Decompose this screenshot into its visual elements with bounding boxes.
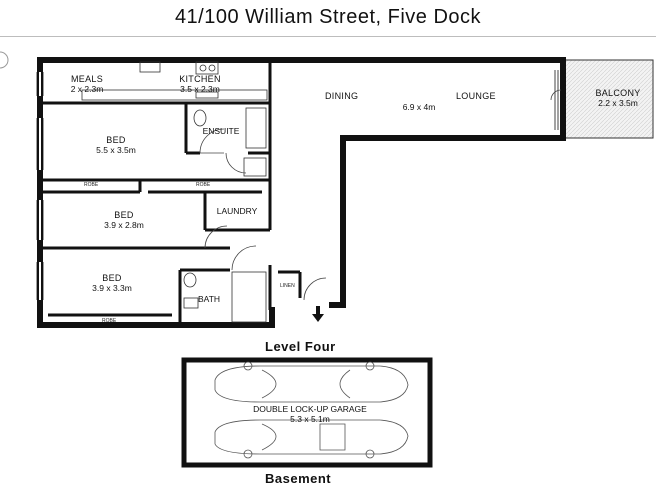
level-four-heading: Level Four	[265, 339, 336, 354]
room-bed-3-dims: 3.9 x 3.3m	[92, 283, 132, 293]
room-bed-3: BED 3.9 x 3.3m	[76, 273, 148, 293]
room-bath: BATH	[198, 294, 220, 304]
room-lounge-name: LOUNGE	[456, 91, 496, 101]
robe-label-upper: ROBE	[84, 182, 99, 188]
room-bed-3-name: BED	[102, 273, 122, 283]
linen-label: LINEN	[280, 283, 295, 289]
room-kitchen-dims: 3.5 x 2.3m	[180, 84, 220, 94]
interior-walls	[40, 60, 302, 325]
room-dining-name: DINING	[325, 91, 359, 101]
room-ensuite-name: ENSUITE	[202, 126, 240, 136]
robe-label-lower: ROBE	[102, 318, 117, 324]
room-lounge: LOUNGE	[456, 91, 496, 101]
room-meals-dims: 2 x 2.3m	[70, 84, 104, 94]
room-kitchen: KITCHEN 3.5 x 2.3m	[164, 74, 236, 94]
room-bed-1: BED 5.5 x 3.5m	[80, 135, 152, 155]
room-meals-name: MEALS	[70, 74, 103, 84]
room-laundry-name: LAUNDRY	[216, 206, 258, 216]
room-garage: DOUBLE LOCK-UP GARAGE 5.3 x 5.1m	[200, 404, 420, 424]
room-meals: MEALS 2 x 2.3m	[58, 74, 116, 94]
garage-walls	[181, 357, 433, 468]
room-balcony-name: BALCONY	[595, 88, 641, 98]
basement-heading: Basement	[265, 471, 332, 486]
room-bed-2-name: BED	[114, 210, 134, 220]
ensuite-fittings	[193, 107, 267, 177]
cars-icon	[214, 361, 409, 459]
page-title: 41/100 William Street, Five Dock	[174, 6, 482, 28]
room-garage-name: DOUBLE LOCK-UP GARAGE	[253, 404, 367, 414]
window-frames	[36, 72, 44, 300]
room-bed-1-dims: 5.5 x 3.5m	[96, 145, 136, 155]
room-dining: DINING	[325, 91, 358, 101]
room-laundry: LAUNDRY	[208, 206, 266, 216]
room-ensuite: ENSUITE	[198, 126, 244, 136]
room-bath-name: BATH	[198, 294, 221, 304]
room-bed-2-dims: 3.9 x 2.8m	[104, 220, 144, 230]
room-balcony: BALCONY 2.2 x 3.5m	[583, 88, 653, 108]
title-divider	[0, 36, 656, 37]
room-balcony-dims: 2.2 x 3.5m	[598, 98, 638, 108]
robe-label-mid: ROBE	[196, 182, 211, 188]
room-dining-lounge-dims: 6.9 x 4m	[388, 102, 450, 112]
dining-lounge-dims: 6.9 x 4m	[402, 102, 436, 112]
door-swings	[199, 89, 562, 301]
room-bed-1-name: BED	[106, 135, 126, 145]
sliding-doors	[554, 70, 559, 130]
entry-arrow-icon	[312, 306, 324, 322]
edge-marker-icon	[0, 51, 9, 69]
room-bed-2: BED 3.9 x 2.8m	[88, 210, 160, 230]
bath-fittings	[183, 271, 267, 323]
room-garage-dims: 5.3 x 5.1m	[290, 414, 330, 424]
kitchen-fittings	[81, 61, 268, 101]
room-kitchen-name: KITCHEN	[179, 74, 221, 84]
